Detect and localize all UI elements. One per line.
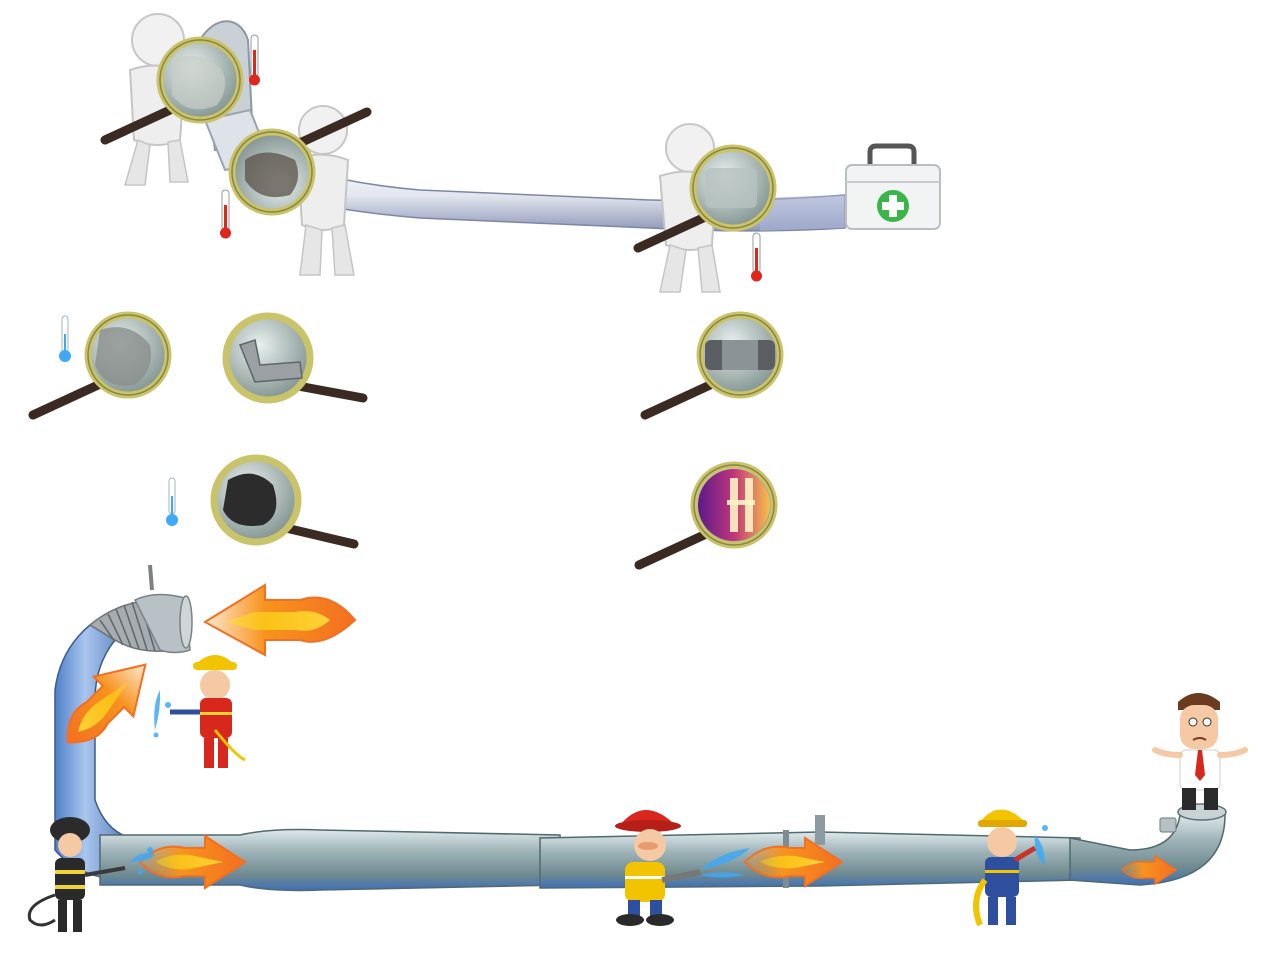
lens-content-coupling [705,168,757,208]
elbow-cap [133,593,191,654]
detail-magnifier-coupling [645,315,780,415]
worried-man-icon [1152,693,1248,810]
pipe-hanger [815,815,825,845]
first-aid-kit-icon [845,143,941,230]
magnifier-icon [222,312,314,404]
firefighter-figure-1 [27,817,126,932]
vertical-riser-pipe [54,624,131,881]
lens-content [223,473,277,526]
flame-arrow-pipe-1 [138,834,247,890]
thermometer-hot-icon [220,189,231,239]
figure-legs [299,224,355,276]
figure-legs [659,244,721,293]
sensor-probe [148,564,154,591]
thermometer-cold-icon [166,477,178,526]
inspector-figure-2 [220,105,367,276]
figure-legs [124,138,189,186]
inspector-figure-1 [105,13,260,186]
firefighter-figure-4 [973,809,1037,927]
detail-magnifier-thermal-image [639,465,774,565]
water-spray-icon [130,690,1048,878]
detail-magnifier-damaged-wrap [166,454,359,549]
detail-magnifier-elbow-pipe [222,312,368,404]
flame-arrow-large [203,583,357,657]
outlet-bend-pipe [1069,814,1226,886]
lens-content-weld [245,152,299,198]
hose-weave-end [760,195,845,231]
firefighter-figure-3 [615,810,701,926]
thermometer-cold-icon [59,315,71,362]
flame-arrow-diagonal-1 [66,663,147,744]
detail-magnifier-wrapped-pipe [33,315,168,415]
pipe-inlet-flange [179,595,193,649]
thermometer-hot-icon [751,232,762,282]
lens-content [95,327,151,386]
outlet-sensor [1159,817,1177,833]
flame-arrow-outlet [1120,854,1178,886]
flame-arrow-pipe-2 [743,836,844,888]
thermometer-hot-icon [249,34,260,86]
lens-content-wrapped-pipe [172,55,226,110]
lens-content [239,339,303,383]
firefighter-figure-2 [170,655,246,768]
inspector-figure-3 [638,123,773,293]
